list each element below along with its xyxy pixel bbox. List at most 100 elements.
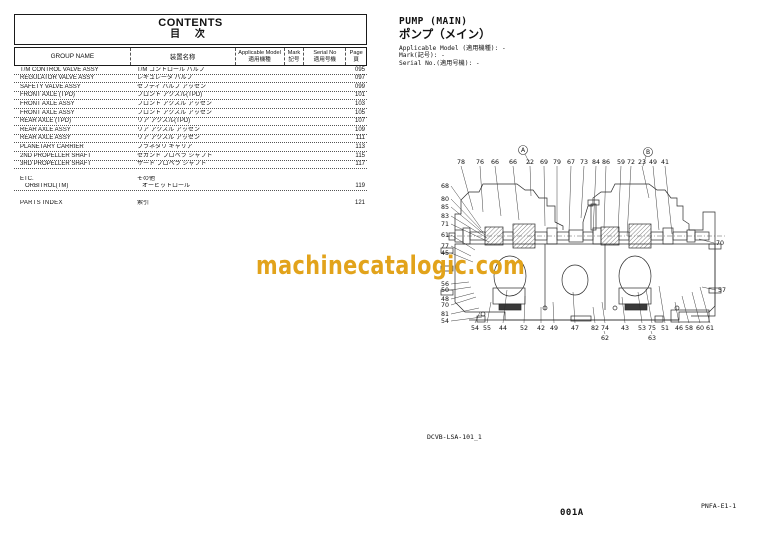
row-page: 095 [354,66,365,73]
part-number-label: 81 [441,311,449,318]
table-row: FRONT AXLE (TPD) フロント アクスル(TPD) 101 [14,92,367,101]
part-number-label: 67 [567,159,575,166]
view-label-circle [643,147,653,157]
part-number-label: 72 [627,159,635,166]
row-device-name: リア アクスル アッセン [137,126,200,133]
row-group-name: PLANETARY CARRIER [20,143,84,150]
part-number-label: 47 [571,325,579,332]
part-number-label: 78 [457,159,465,166]
row-device-name: リア アクスル アッセン [137,135,200,142]
table-row: 3RD PROPELLER SHAFT サード プロペラ シャフト 117 [14,161,367,170]
etc-label-en: ETC. [20,175,34,182]
row-page: 117 [355,161,365,168]
part-number-label: 52 [520,325,528,332]
part-number-label: 74 [601,325,609,332]
table-row: REAR AXLE (TPD)リア アクスル(TPD)107 [14,118,367,127]
row-page: 109 [354,126,365,133]
part-number-label: 85 [441,204,449,211]
part-number-label: 70 [716,240,724,247]
row-page: 111 [355,135,365,142]
part-number-label: 53 [638,325,646,332]
part-number-label: 59 [617,159,625,166]
col-header-device-name: 装置名称 [129,48,235,65]
part-number-label: 48 [441,296,449,303]
meta-serial-no: Serial No.(適用号機): - [399,59,480,67]
col-header-page: Page 頁 [345,48,366,65]
row-group-name: REAR AXLE ASSY [20,126,71,133]
part-number-label: 44 [499,325,507,332]
row-group-name: FRONT AXLE (TPD) [20,92,75,99]
page-number: 001A [560,508,584,518]
part-number-label: 42 [537,325,545,332]
row-page: 119 [355,183,365,190]
row-device-name: セフティ バルブ アッセン [137,83,206,90]
row-page: 113 [355,143,365,150]
part-number-label: 49 [550,325,558,332]
part-number-label: 83 [441,213,449,220]
row-device-name: サード プロペラ シャフト [137,161,207,168]
section-title-en: PUMP (MAIN) [399,16,468,27]
parts-index-en: PARTS INDEX [20,199,63,206]
row-group-name: REAR AXLE ASSY [20,135,71,142]
row-group-name: SAFETY VALVE ASSY [20,83,81,90]
contents-title-en: CONTENTS [158,17,223,29]
row-device-name: レギュレータ バルブ [137,75,193,82]
row-device-name: フロント アクスル(TPD) [137,92,203,99]
col-header-serial-no: Serial No 適用号機 [303,48,345,65]
row-group-name: FRONT AXLE ASSY [20,109,75,116]
part-number-label: 66 [491,159,499,166]
part-number-label: 23 [638,159,646,166]
part-number-label: 84 [592,159,600,166]
row-device-name: リア アクスル(TPD) [137,118,191,125]
part-number-label: 68 [441,183,449,190]
watermark: machinecatalogic.com [256,251,526,281]
part-number-label: 63 [648,335,656,342]
section-title-ja: ポンプ（メイン） [399,27,491,41]
col-header-mark: Mark 記号 [283,48,304,65]
part-number-label: 60 [696,325,704,332]
part-number-label: 51 [661,325,669,332]
table-row: REAR AXLE ASSY リア アクスル アッセン 109 [14,126,367,135]
row-group-name: T/M CONTROL VALVE ASSY [20,66,99,73]
row-group-name: REAR AXLE (TPD) [20,118,72,125]
part-number-label: 71 [441,221,449,228]
doc-code: PNFA-E1-1 [701,502,737,510]
table-row: PLANETARY CARRIER プラネタリ キャリア 113 [14,143,367,152]
part-number-label: 56 [441,281,449,288]
row-page: 115 [355,152,365,159]
meta-mark: Mark(記号): - [399,52,445,60]
parts-index-ja: 索引 [137,199,150,206]
part-number-label: 69 [540,159,548,166]
part-number-label: 55 [483,325,491,332]
table-row: SAFETY VALVE ASSY セフティ バルブ アッセン 099 [14,83,367,92]
parts-index-page: 121 [354,199,365,206]
row-device-name: フロント アクスル アッセン [137,109,212,116]
part-number-label: 57 [718,287,726,294]
row-page: 099 [354,83,365,90]
part-number-label: 77 [441,243,449,250]
row-group-name: REGULATOR VALVE ASSY [20,75,95,82]
part-number-label: 73 [580,159,588,166]
view-label: A [521,147,526,154]
contents-title-box: CONTENTS 目 次 [14,14,367,45]
part-number-label: 58 [685,325,693,332]
row-page: 101 [354,92,365,99]
row-page: 103 [354,100,365,107]
row-group-name: ORBITROL(TM) [25,183,69,190]
part-number-label: 75 [648,325,656,332]
parts-index-row: PARTS INDEX 索引 121 [14,199,367,207]
contents-title-ja: 目 次 [170,29,211,40]
col-header-applicable-model: Applicable Model 適用機種 [234,48,284,65]
row-device-name: プラネタリ キャリア [137,143,193,150]
row-group-name: 3RD PROPELLER SHAFT [20,161,92,168]
part-number-label: 54 [471,325,479,332]
part-number-label: 80 [441,196,449,203]
part-number-label: 54 [441,318,449,325]
row-group-name: 2ND PROPELLER SHAFT [20,152,92,159]
